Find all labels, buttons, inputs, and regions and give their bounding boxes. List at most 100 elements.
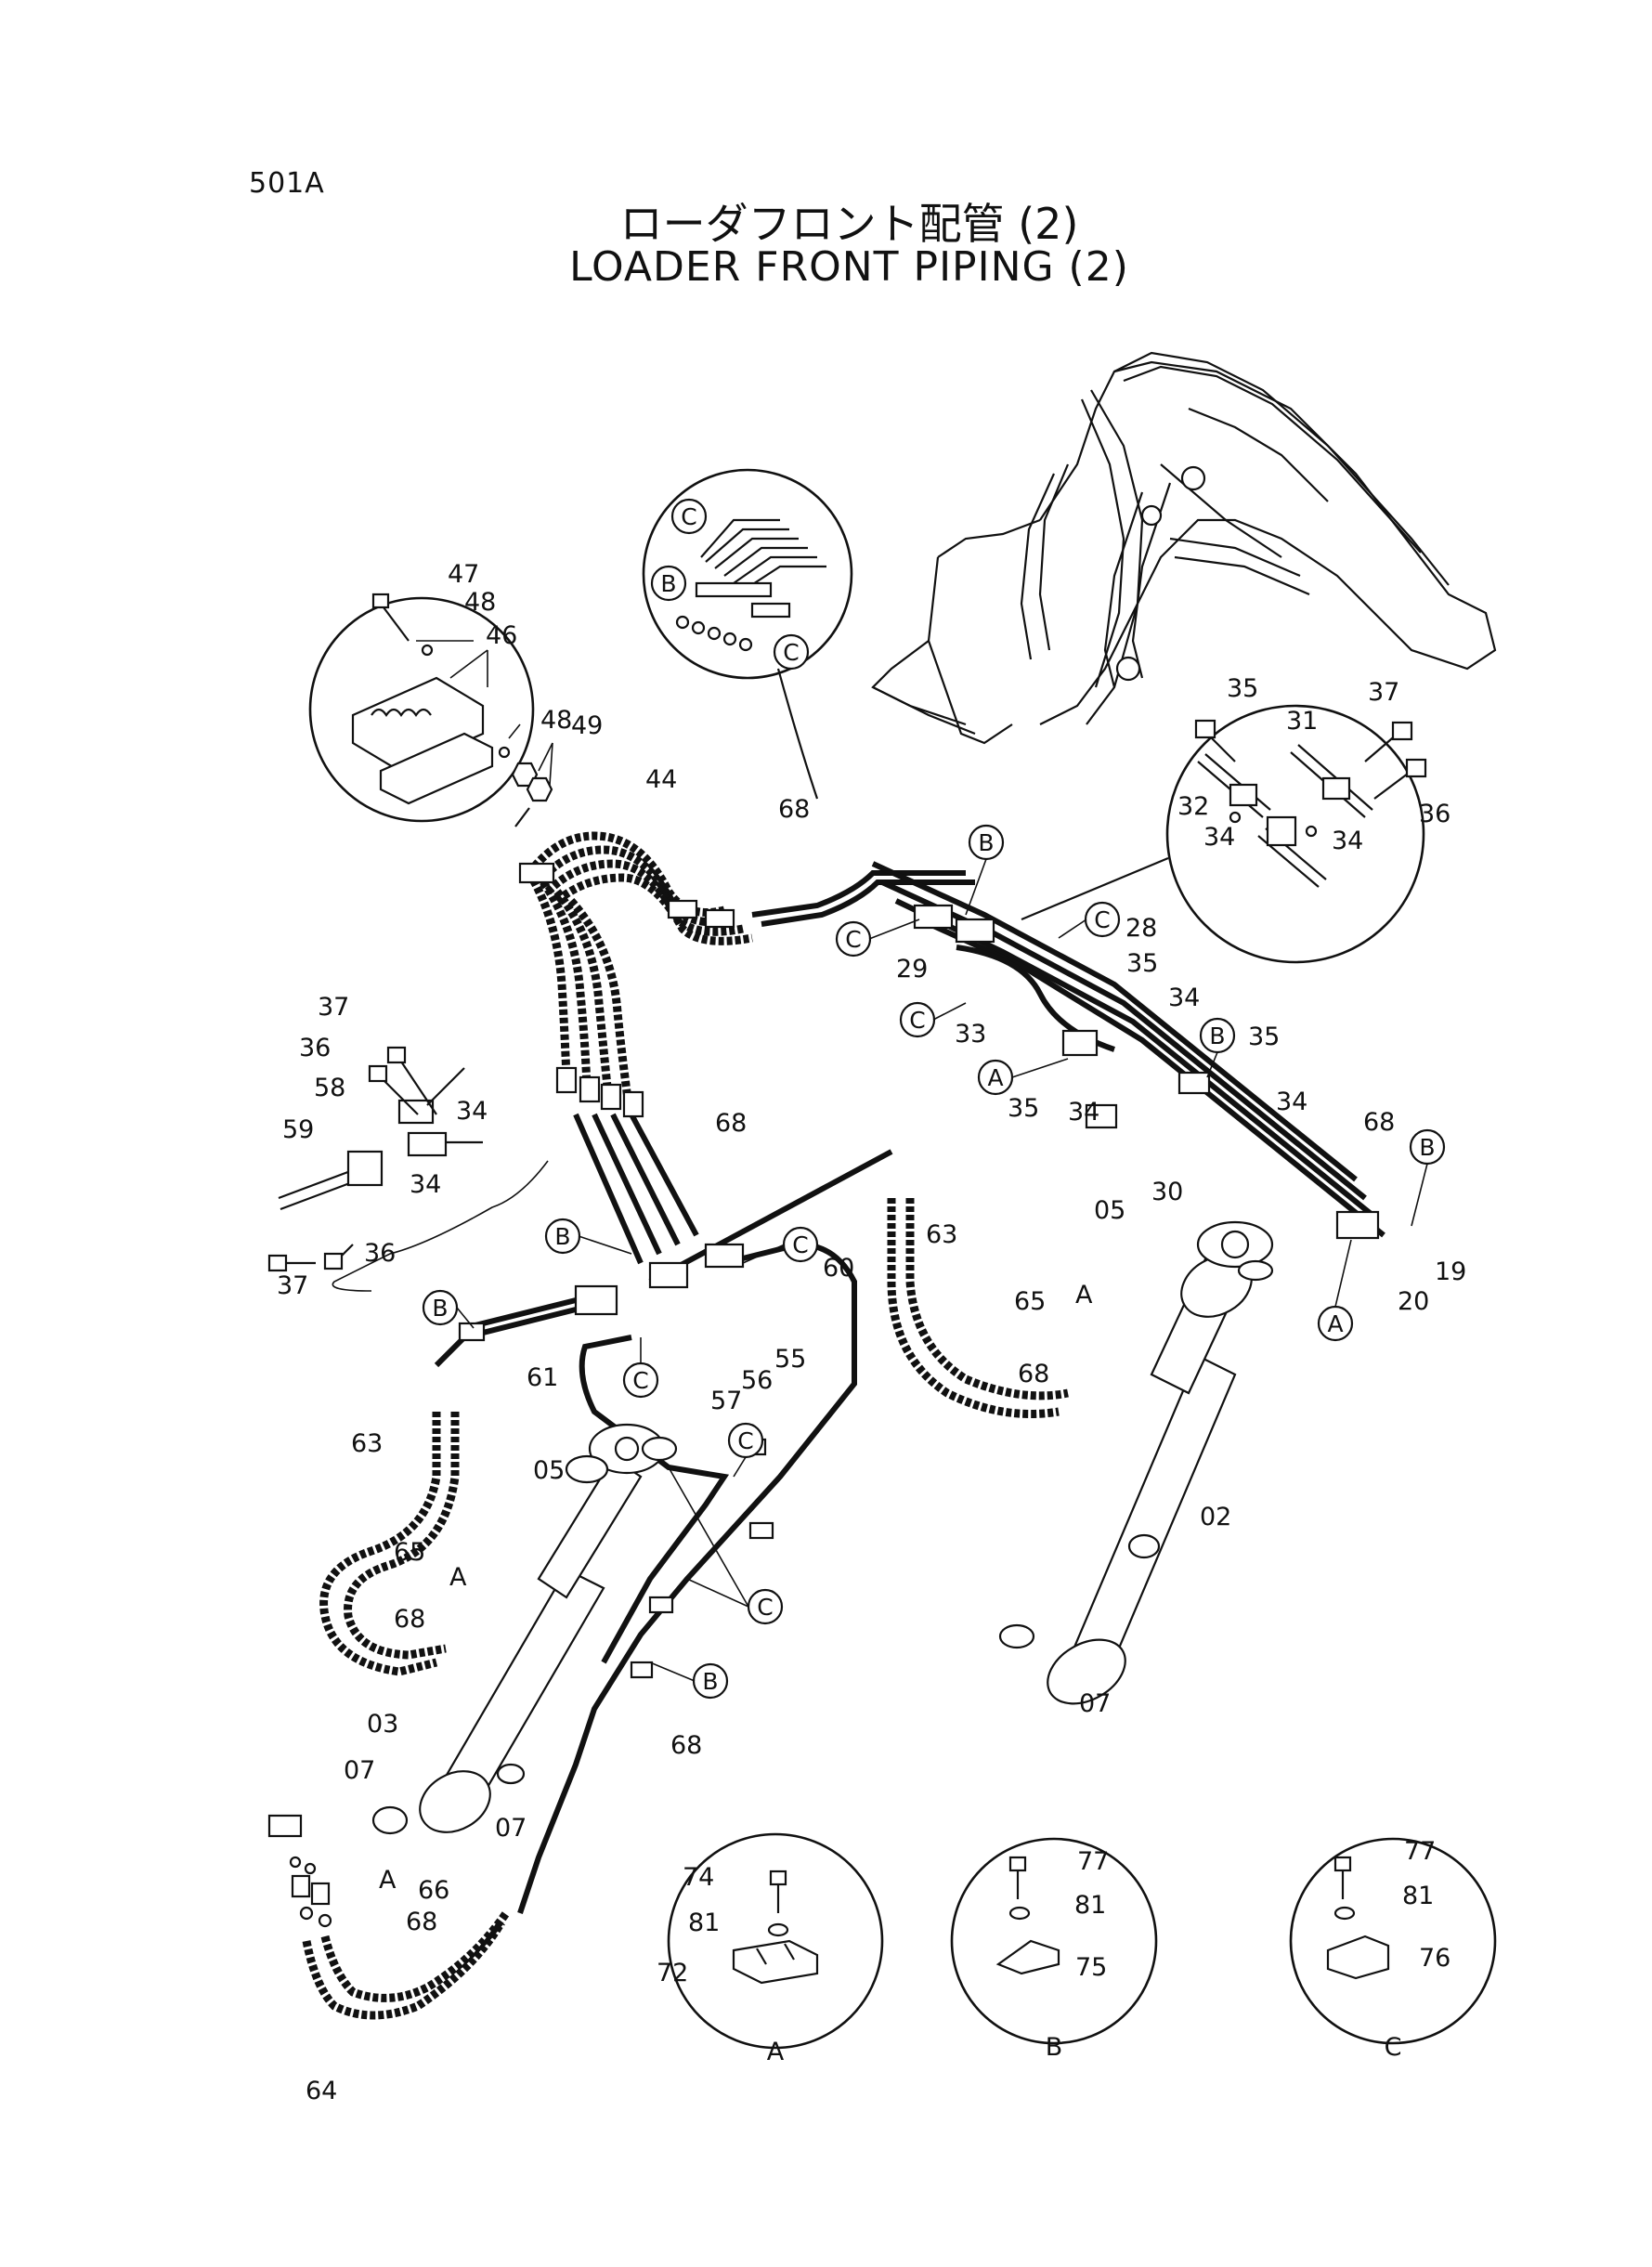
callout-b: B [422,1289,459,1326]
part-label: 75 [1075,1953,1107,1982]
svg-text:C: C [792,1231,808,1258]
part-label: 37 [318,993,349,1022]
svg-text:A: A [1327,1310,1343,1337]
svg-text:B: B [1419,1134,1435,1161]
detail-circle-b [950,1837,1158,2045]
callout-b: B [968,824,1005,861]
detail-circle-clamps [642,468,853,680]
svg-text:C: C [737,1427,753,1454]
svg-text:C: C [632,1367,648,1394]
callout-c: C [747,1588,784,1625]
part-label: 35 [1008,1094,1039,1123]
part-label: 61 [527,1363,558,1392]
part-label: 81 [1402,1882,1434,1910]
part-label: 34 [410,1170,441,1199]
svg-text:C: C [757,1594,773,1621]
part-label: 68 [715,1109,747,1138]
part-label: 77 [1077,1847,1109,1876]
part-label: 32 [1177,792,1209,821]
part-label: 35 [1126,949,1158,978]
part-label: 68 [394,1605,425,1634]
bracket-group-left [267,1046,549,1292]
part-label: 36 [299,1034,331,1062]
part-label: 05 [533,1456,565,1485]
part-label: 64 [306,2077,337,2105]
callout-b: B [544,1218,581,1255]
svg-text:B: B [1209,1023,1225,1049]
callout-c: C [727,1422,764,1459]
callout-b: B [650,565,687,602]
detail-ref-a: A [449,1563,467,1592]
part-label: 81 [688,1909,720,1937]
part-label: 68 [1363,1108,1395,1137]
loader-illustration [871,351,1497,745]
part-label: 35 [1248,1023,1280,1051]
detail-label-b: B [1046,2033,1063,2062]
detail-label-a: A [767,2038,785,2066]
leader-line [776,668,819,800]
detail-ref-a: A [379,1866,397,1895]
callout-b: B [1409,1128,1446,1166]
fittings-bottom-left [267,1814,332,1928]
leader-line [1021,856,1169,921]
part-label: 49 [571,711,603,740]
part-label: 35 [1227,674,1258,703]
part-label: 48 [464,588,496,617]
detail-circle-a [667,1832,884,2050]
part-label: 74 [683,1863,714,1892]
callout-b: B [692,1662,729,1700]
svg-text:A: A [987,1064,1003,1091]
part-label: 34 [1276,1088,1307,1116]
part-label: 02 [1200,1503,1231,1531]
pipe-clamps [458,862,1380,1679]
svg-text:B: B [978,829,994,856]
hoses [302,1198,1069,2020]
part-label: 68 [778,795,810,824]
svg-text:C: C [783,639,799,666]
svg-text:C: C [909,1007,925,1034]
part-label: 58 [314,1074,345,1102]
part-label: 34 [1168,984,1200,1012]
part-label: 63 [926,1220,957,1249]
callout-c: C [773,633,810,671]
part-label: 46 [486,621,517,650]
part-label: 81 [1074,1891,1106,1920]
cylinder-03 [371,1423,678,1835]
callout-c: C [899,1001,936,1038]
detail-c-parts [1326,1856,1390,1980]
part-label: 34 [456,1097,488,1126]
title-japanese: ローダフロント配管 (2) [619,199,1079,249]
callout-leaders [456,858,1428,1682]
part-label: 28 [1125,914,1157,943]
part-label: 07 [1079,1689,1111,1718]
part-label: 34 [1068,1098,1099,1127]
svg-text:C: C [845,926,861,953]
title-english: LOADER FRONT PIPING (2) [569,243,1129,291]
callout-c: C [1084,901,1121,938]
callout-b: B [1199,1017,1236,1054]
part-label: 68 [670,1731,702,1760]
detail-circle-pipe-clamp [1165,704,1425,964]
detail-pipe-clamp-parts [1194,719,1427,888]
callout-a: A [977,1059,1014,1096]
part-label: 63 [351,1429,383,1458]
part-label: 60 [823,1254,854,1283]
svg-text:C: C [681,503,696,530]
part-label: 55 [774,1345,806,1374]
part-label: 03 [367,1710,398,1739]
part-label: 76 [1419,1944,1450,1973]
part-label: 07 [344,1756,375,1785]
detail-bracket-parts [351,593,553,805]
part-label: 72 [657,1959,688,1987]
svg-text:B: B [554,1223,570,1250]
callout-c: C [835,920,872,958]
part-labels: 47 48 46 48 49 44 68 35 37 31 36 32 34 3… [277,560,1466,2105]
part-label: 77 [1404,1837,1436,1866]
detail-circle-c [1289,1837,1497,2045]
part-label: 34 [1332,827,1363,855]
detail-a-parts [732,1870,819,1985]
part-label: 65 [1014,1287,1046,1316]
callout-a: A [1317,1305,1354,1342]
part-label: 34 [1203,823,1235,852]
